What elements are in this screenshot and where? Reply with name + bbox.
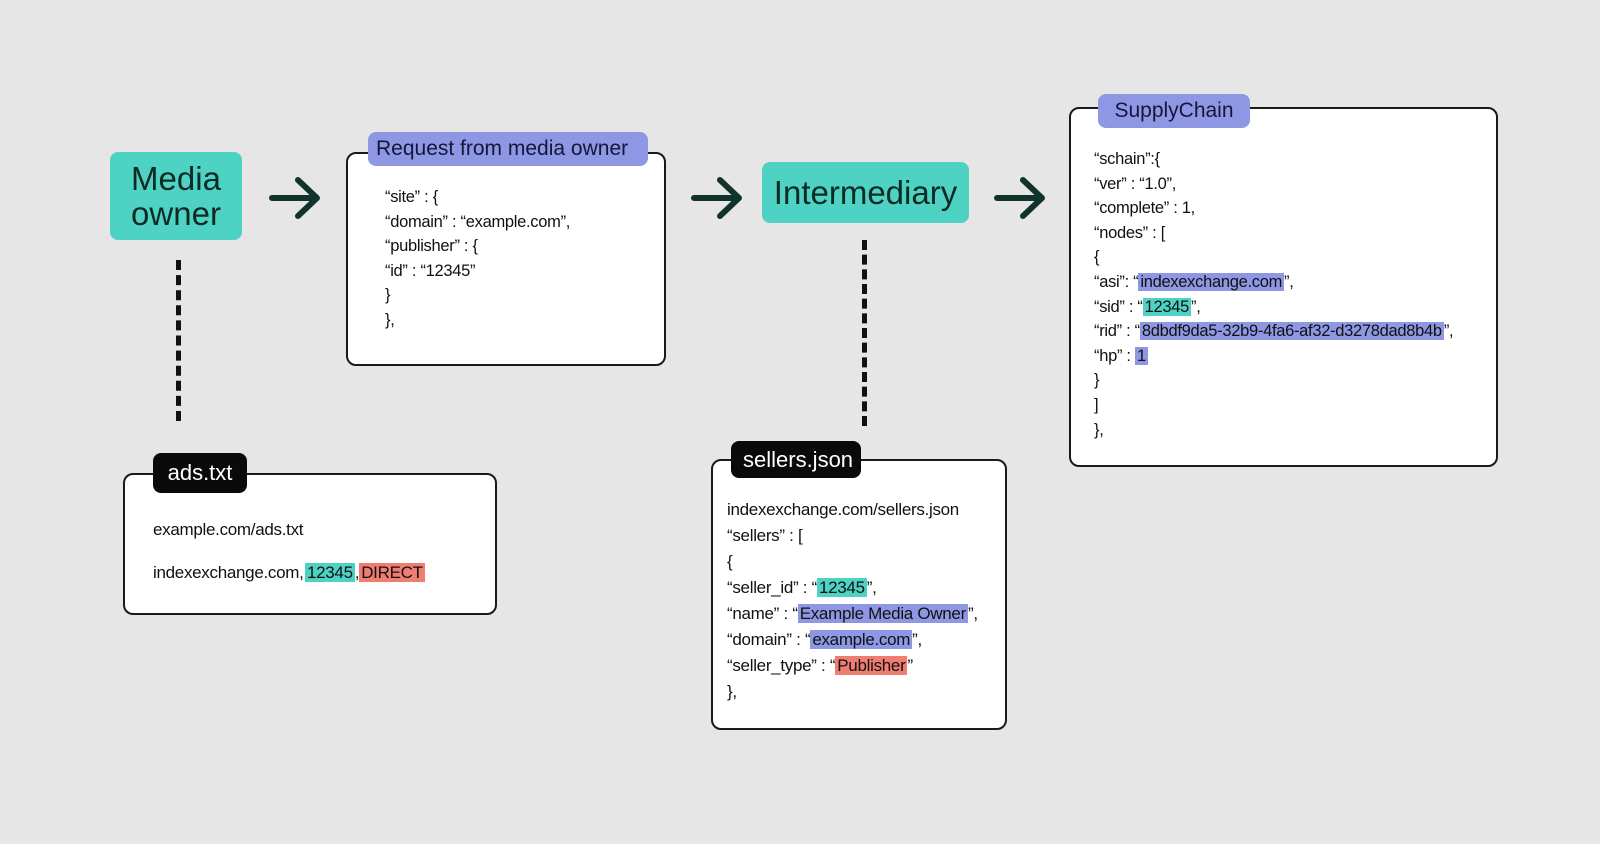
- seller-name-key: “name” : “: [727, 604, 798, 623]
- sellers-line: },: [727, 682, 737, 701]
- ads-txt-url: example.com/ads.txt: [153, 520, 304, 539]
- schain-line: },: [1094, 420, 1104, 439]
- sellers-url: indexexchange.com/sellers.json: [727, 500, 959, 519]
- rid-key: “rid” : “: [1094, 322, 1140, 341]
- ads-entry-domain: indexexchange.com,: [153, 563, 304, 582]
- rid-value: 8dbdf9da5-32b9-4fa6-af32-d3278dad8b4b: [1139, 322, 1444, 341]
- arrow-right-icon: [691, 177, 742, 219]
- seller-name-end: ”,: [967, 604, 978, 623]
- sellers-domain-line: “domain” : “example.com”,: [727, 627, 978, 653]
- schain-line: ]: [1094, 395, 1099, 414]
- media-owner-label-line2: owner: [131, 195, 221, 232]
- sid-end: ”,: [1191, 297, 1201, 316]
- ads-txt-entry: indexexchange.com, 12345,DIRECT: [153, 561, 425, 586]
- schain-line: “complete” : 1,: [1094, 199, 1195, 218]
- sellers-name-line: “name” : “Example Media Owner”,: [727, 601, 978, 627]
- intermediary-node: Intermediary: [762, 162, 969, 223]
- seller-id-key: “seller_id” : “: [727, 578, 817, 597]
- sid-key: “sid” : “: [1094, 297, 1143, 316]
- request-line: “domain” : “example.com”,: [385, 212, 571, 231]
- media-owner-label-line1: Media: [131, 160, 221, 197]
- seller-domain-key: “domain” : “: [727, 630, 811, 649]
- schain-rid-line: “rid” : “8dbdf9da5-32b9-4fa6-af32-d3278d…: [1094, 319, 1454, 344]
- media-owner-connector: [176, 260, 181, 421]
- arrow-right-icon: [269, 177, 320, 219]
- sellers-line: {: [727, 552, 733, 571]
- schain-line: {: [1094, 248, 1100, 267]
- seller-id-end: ”,: [866, 578, 877, 597]
- sid-value: 12345: [1142, 297, 1192, 316]
- asi-key: “asi”: “: [1094, 272, 1139, 291]
- media-owner-node: Media owner: [110, 152, 242, 240]
- seller-id-value: 12345: [816, 578, 867, 597]
- arrow-right-icon: [994, 177, 1045, 219]
- sellers-json-box: [711, 459, 1007, 730]
- request-line: }: [385, 286, 391, 305]
- supply-chain-code: “schain”:{ “ver” : “1.0”, “complete” : 1…: [1094, 147, 1454, 442]
- asi-value: indexexchange.com: [1138, 272, 1285, 291]
- sellers-json-code: indexexchange.com/sellers.json “sellers”…: [727, 497, 978, 705]
- intermediary-label: Intermediary: [773, 173, 958, 211]
- request-box: [346, 152, 666, 366]
- schain-line: “nodes” : [: [1094, 223, 1165, 242]
- sellers-line: “sellers” : [: [727, 526, 803, 545]
- sellers-json-tag: sellers.json: [731, 441, 861, 478]
- seller-domain-value: example.com: [810, 630, 913, 649]
- ads-entry-sep: ,: [354, 563, 360, 582]
- request-tag: Request from media owner: [368, 132, 648, 166]
- seller-domain-end: ”,: [912, 630, 922, 649]
- sellers-id-line: “seller_id” : “12345”,: [727, 575, 978, 601]
- asi-end: ”,: [1284, 272, 1294, 291]
- request-line: “site” : {: [385, 188, 438, 206]
- ads-entry-id: 12345: [304, 563, 355, 582]
- schain-line: “schain”:{: [1094, 150, 1160, 168]
- hp-value: 1: [1135, 346, 1148, 365]
- ads-txt-tag: ads.txt: [153, 453, 247, 493]
- seller-type-key: “seller_type” : “: [727, 656, 836, 675]
- intermediary-connector: [862, 240, 867, 426]
- request-line: },: [385, 310, 395, 329]
- schain-asi-line: “asi”: “indexexchange.com”,: [1094, 270, 1453, 295]
- seller-type-end: ”: [907, 656, 913, 675]
- request-code: “site” : { “domain” : “example.com”, “pu…: [385, 185, 570, 333]
- schain-sid-line: “sid” : “12345”,: [1094, 295, 1453, 320]
- seller-type-value: Publisher: [835, 656, 908, 675]
- ads-entry-type: DIRECT: [359, 563, 425, 582]
- schain-line: }: [1094, 371, 1100, 390]
- request-line: “id” : “12345”: [385, 261, 476, 280]
- supply-chain-tag: SupplyChain: [1098, 94, 1250, 128]
- sellers-type-line: “seller_type” : “Publisher”: [727, 653, 978, 679]
- seller-name-value: Example Media Owner: [797, 604, 968, 623]
- rid-end: ”,: [1443, 322, 1454, 341]
- schain-hp-line: “hp” : 1: [1094, 344, 1453, 369]
- hp-key: “hp” :: [1094, 346, 1135, 365]
- schain-line: “ver” : “1.0”,: [1094, 174, 1176, 193]
- ads-txt-box: [123, 473, 497, 615]
- request-line: “publisher” : {: [385, 237, 478, 256]
